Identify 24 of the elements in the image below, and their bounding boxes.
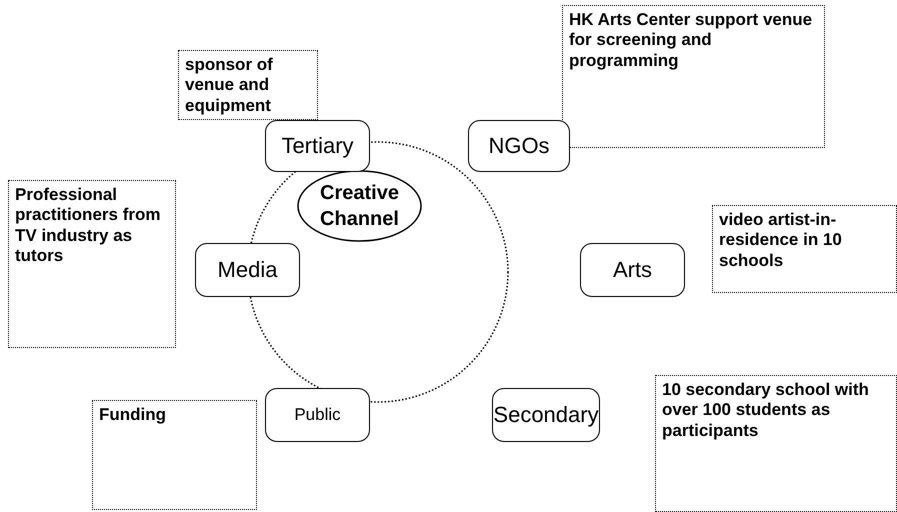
note-box <box>712 205 897 293</box>
sector-box <box>492 388 600 442</box>
note-text: HK Arts Center support venue for screening and programming <box>569 10 814 72</box>
node-label: Public <box>294 405 341 425</box>
hub-ellipse <box>297 170 422 242</box>
node-label: Arts <box>612 257 652 283</box>
node-label: Secondary <box>493 402 599 428</box>
note-box <box>655 375 897 512</box>
node-label: Creative Channel <box>319 181 400 232</box>
note-text: Funding <box>99 405 166 426</box>
sector-box <box>580 243 685 297</box>
note-text: 10 secondary school with over 100 students as participants <box>662 380 870 442</box>
sector-box <box>468 120 570 172</box>
sector-box <box>195 243 300 297</box>
node-label: Tertiary <box>281 133 354 159</box>
sector-box <box>265 388 370 442</box>
node-label: NGOs <box>488 133 550 159</box>
note-text: video artist-in-residence in 10 schools <box>719 210 843 272</box>
sector-box <box>265 120 370 172</box>
note-text: Professional practitioners from TV industry as tutors <box>15 185 162 267</box>
node-label: Media <box>218 257 278 283</box>
note-box <box>8 180 176 348</box>
note-text: sponsor of venue and equipment <box>185 55 274 116</box>
note-box <box>92 400 257 510</box>
